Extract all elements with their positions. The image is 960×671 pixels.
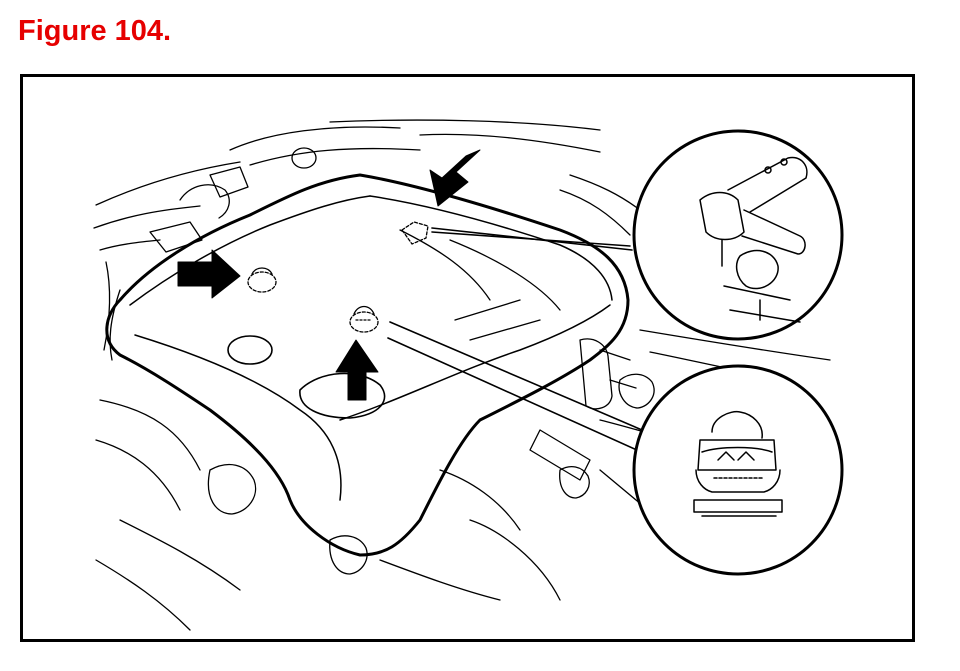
grommet-center xyxy=(349,305,379,333)
grommet-left xyxy=(247,267,277,293)
arrow-center-grommet xyxy=(335,339,379,401)
engine-cover xyxy=(105,173,630,557)
figure-title: Figure 104. xyxy=(18,15,172,47)
leader-lines xyxy=(387,227,649,456)
clip-rear xyxy=(401,221,429,245)
arrow-rear-clip xyxy=(429,149,481,207)
grommet-detail-inset xyxy=(632,364,844,576)
clip-detail-inset xyxy=(632,129,844,341)
arrow-left-grommet xyxy=(177,249,241,299)
